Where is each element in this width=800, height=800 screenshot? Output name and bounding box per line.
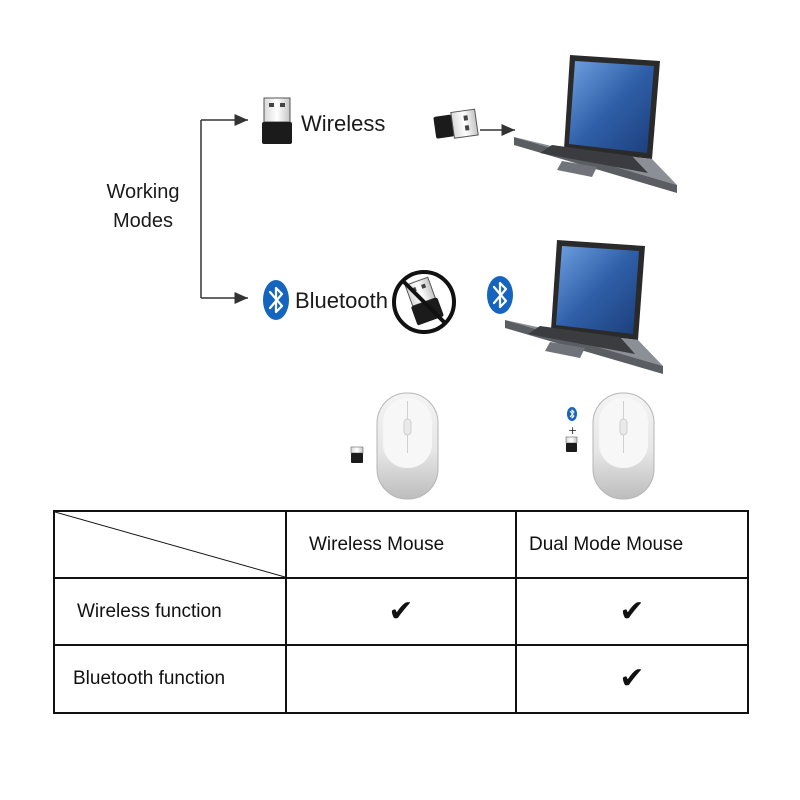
working-modes-line2: Modes [112,210,174,232]
usb-receiver-icon [350,446,364,463]
table-header-row: Wireless Mouse Dual Mode Mouse [53,510,749,579]
bluetooth-mode-label: Bluetooth [295,288,388,313]
bluetooth-icon [263,280,289,320]
check-cell [285,644,517,714]
usb-receiver-icon [433,108,479,139]
check-cell: ✔ [515,644,749,714]
comparison-table: Wireless Mouse Dual Mode Mouse Wireless … [53,510,749,714]
wireless-mode-label: Wireless [301,111,386,136]
usb-receiver-icon [262,97,292,144]
mode-bracket [200,114,248,304]
working-modes-line1: Working [106,181,180,203]
row-label-bluetooth-function: Bluetooth function [53,644,287,714]
check-icon: ✔ [619,593,645,629]
check-cell: ✔ [515,577,749,646]
laptop-icon [505,240,663,374]
bluetooth-icon [487,276,513,314]
table-row: Bluetooth function ✔ [53,644,749,714]
check-cell: ✔ [285,577,517,646]
diagonal-header-cell [53,510,287,579]
check-icon: ✔ [619,661,645,696]
table-row: Wireless function ✔ ✔ [53,577,749,646]
mouse-icon [592,392,655,500]
laptop-icon [514,55,677,193]
check-icon: ✔ [388,593,414,629]
no-receiver-icon [392,270,456,334]
column-header-dual-mode-mouse: Dual Mode Mouse [515,510,749,579]
mouse-icon [376,392,439,500]
row-label-wireless-function: Wireless function [53,577,287,646]
bluetooth-icon [567,407,577,421]
usb-receiver-icon [565,436,578,452]
plus-icon: + [568,424,577,437]
working-modes-label: Working Modes [100,178,186,236]
diagonal-line [55,512,285,577]
column-header-wireless-mouse: Wireless Mouse [285,510,517,579]
